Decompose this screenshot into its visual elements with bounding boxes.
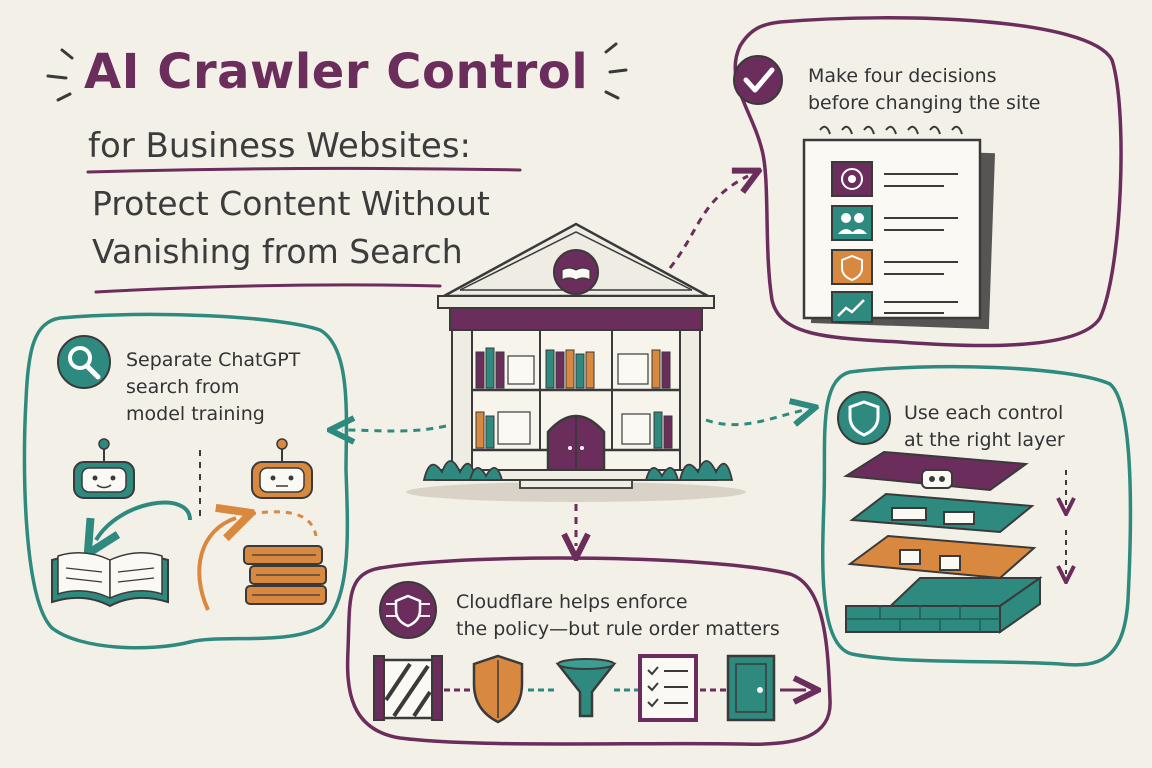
decisions-panel-border bbox=[733, 16, 1123, 348]
checklist-icon bbox=[638, 654, 698, 722]
page-subtitle: for Business Websites: bbox=[88, 126, 471, 166]
training-dashed-path bbox=[249, 510, 318, 537]
check-icon bbox=[733, 55, 783, 105]
search-caption-line2: search from bbox=[126, 376, 240, 398]
open-book-icon bbox=[51, 552, 169, 608]
search-caption-line3: model training bbox=[126, 403, 265, 425]
arrow-to-decisions bbox=[668, 176, 748, 269]
door-icon bbox=[726, 654, 776, 722]
arrow-to-layers bbox=[705, 410, 804, 425]
shield-icon bbox=[837, 391, 891, 445]
search-flow-arrow bbox=[96, 500, 192, 540]
page-tagline-line1: Protect Content Without bbox=[92, 184, 490, 223]
orange-robot-icon bbox=[251, 438, 313, 499]
title-sparkle-icon bbox=[46, 48, 74, 102]
decisions-caption-line1: Make four decisions bbox=[808, 65, 997, 87]
layers-panel-border bbox=[820, 364, 1133, 667]
library-building-icon bbox=[406, 222, 746, 502]
notebook-checklist-icon bbox=[802, 125, 996, 330]
search-caption-line1: Separate ChatGPT bbox=[126, 349, 301, 371]
cloudflare-panel-border bbox=[345, 556, 832, 746]
layer-stack-icon bbox=[842, 450, 1043, 634]
orange-shield-icon bbox=[472, 654, 524, 724]
title-underline-2 bbox=[86, 166, 522, 174]
page-title: AI Crawler Control bbox=[84, 44, 589, 100]
layers-caption-line2: at the right layer bbox=[904, 429, 1065, 451]
magnifier-icon bbox=[57, 335, 111, 389]
search-panel-border bbox=[22, 312, 350, 650]
gate-icon bbox=[373, 655, 443, 721]
decisions-caption-line2: before changing the site bbox=[808, 92, 1041, 114]
cloudflare-caption-line1: Cloudflare helps enforce bbox=[456, 591, 688, 613]
title-sparkle-right-icon bbox=[604, 42, 628, 100]
shield-circuit-icon bbox=[379, 581, 437, 639]
title-underline-4 bbox=[94, 283, 442, 294]
cloudflare-caption-line2: the policy—but rule order matters bbox=[456, 618, 780, 640]
layers-caption-line1: Use each control bbox=[904, 402, 1064, 424]
book-stack-icon bbox=[243, 545, 327, 605]
filter-funnel-icon bbox=[555, 658, 617, 718]
training-flow-arrow bbox=[197, 518, 236, 611]
teal-robot-icon bbox=[73, 438, 135, 499]
page-tagline-line2: Vanishing from Search bbox=[92, 232, 463, 271]
arrow-to-search bbox=[342, 426, 447, 431]
